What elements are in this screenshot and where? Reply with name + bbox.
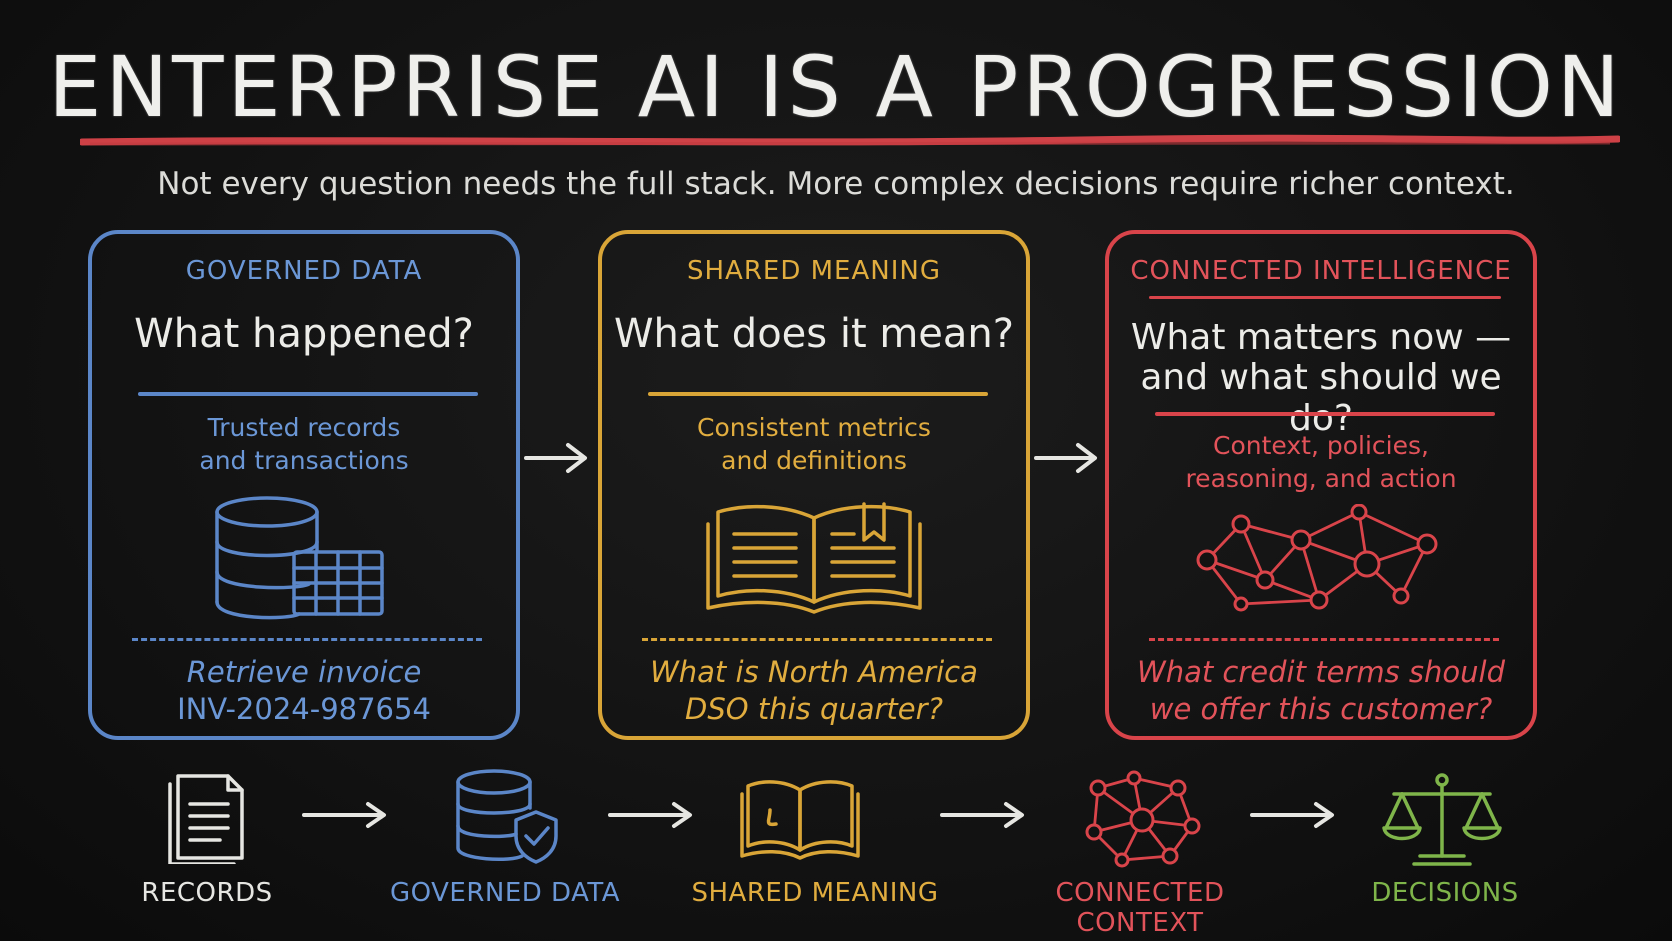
card-question: What happened? xyxy=(134,311,474,357)
database-table-icon xyxy=(92,492,516,622)
heading-underline xyxy=(1149,296,1501,299)
flow-label-connected-context: CONNECTED CONTEXT xyxy=(1055,878,1225,938)
description-line: and definitions xyxy=(721,445,907,475)
card-question: What does it mean? xyxy=(613,311,1015,357)
card-description: Context, policies, reasoning, and action xyxy=(1109,430,1533,495)
example-line: What credit terms should xyxy=(1137,655,1505,689)
example-line: What is North America xyxy=(650,655,978,689)
card-dashed-divider xyxy=(132,638,482,641)
flow-label-records: RECORDS xyxy=(141,878,273,908)
example-line: Retrieve invoice xyxy=(186,655,422,689)
card-divider xyxy=(1155,412,1495,416)
title-underline xyxy=(80,134,1620,146)
example-line: INV-2024-987654 xyxy=(177,691,431,726)
card-heading: SHARED MEANING xyxy=(687,256,941,286)
card-question: What matters now — and what should we do… xyxy=(1109,317,1533,439)
card-connected-intelligence: CONNECTED INTELLIGENCE What matters now … xyxy=(1105,230,1537,740)
card-description: Consistent metrics and definitions xyxy=(602,412,1026,477)
book-icon xyxy=(740,780,860,860)
document-stack-icon xyxy=(168,774,244,864)
scales-icon xyxy=(1382,773,1502,866)
description-line: Context, policies, xyxy=(1213,431,1429,460)
card-example: What credit terms should we offer this c… xyxy=(1109,654,1533,727)
arrow-right-icon xyxy=(940,802,1024,828)
question-line: What matters now — xyxy=(1130,317,1512,358)
flow-label-decisions: DECISIONS xyxy=(1371,878,1519,908)
arrow-right-icon xyxy=(1250,802,1334,828)
page-title: ENTERPRISE AI IS A PROGRESSION xyxy=(48,38,1624,136)
description-line: and transactions xyxy=(199,445,409,475)
card-governed-data: GOVERNED DATA What happened? Trusted rec… xyxy=(88,230,520,740)
arrow-right-icon xyxy=(608,802,692,828)
network-icon xyxy=(1085,770,1201,868)
card-dashed-divider xyxy=(642,638,992,641)
network-graph-icon xyxy=(1109,504,1533,614)
flow-label-governed-data: GOVERNED DATA xyxy=(389,878,621,908)
database-shield-icon xyxy=(456,769,558,864)
open-book-icon xyxy=(602,496,1026,616)
arrow-right-icon xyxy=(302,802,386,828)
card-dashed-divider xyxy=(1149,638,1499,641)
arrow-right-icon xyxy=(524,443,587,473)
description-line: reasoning, and action xyxy=(1185,463,1457,493)
description-line: Trusted records xyxy=(207,413,401,442)
example-line: DSO this quarter? xyxy=(685,691,943,726)
card-divider xyxy=(648,392,988,396)
card-heading: GOVERNED DATA xyxy=(185,256,423,286)
card-example: Retrieve invoice INV-2024-987654 xyxy=(92,654,516,727)
question-line: and what should we do? xyxy=(1140,357,1502,439)
card-example: What is North America DSO this quarter? xyxy=(602,654,1026,727)
description-line: Consistent metrics xyxy=(697,413,931,442)
card-divider xyxy=(138,392,478,396)
card-heading: CONNECTED INTELLIGENCE xyxy=(1130,256,1512,286)
card-description: Trusted records and transactions xyxy=(92,412,516,477)
example-line: we offer this customer? xyxy=(1149,691,1493,726)
subtitle: Not every question needs the full stack.… xyxy=(157,166,1515,202)
card-shared-meaning: SHARED MEANING What does it mean? Consis… xyxy=(598,230,1030,740)
flow-label-shared-meaning: SHARED MEANING xyxy=(691,878,939,908)
arrow-right-icon xyxy=(1034,443,1097,473)
